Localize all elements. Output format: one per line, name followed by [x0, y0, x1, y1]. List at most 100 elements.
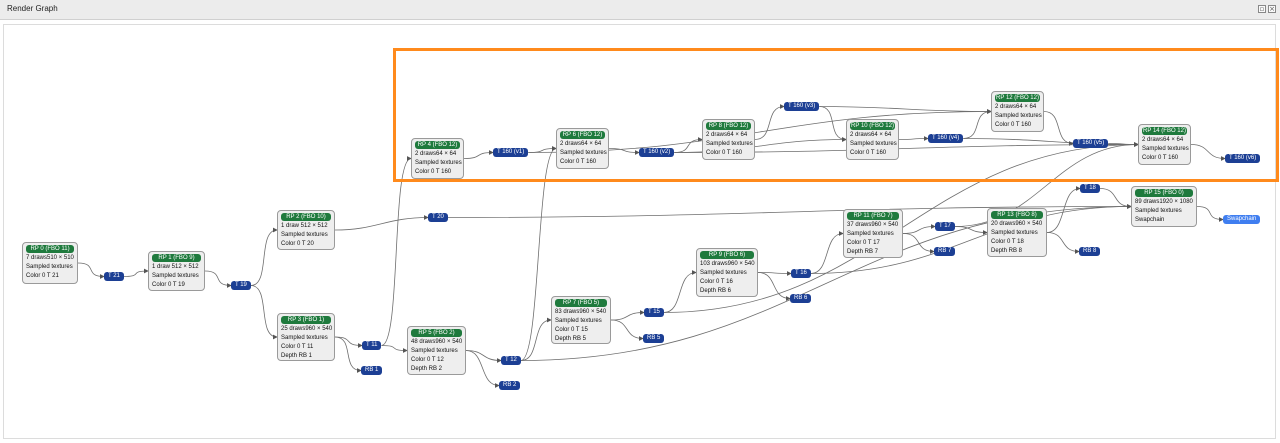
texture-node[interactable]: T 160 (v1) — [493, 148, 529, 157]
graph-edge — [954, 142, 1139, 227]
graph-edge — [520, 146, 557, 361]
texture-node[interactable]: T 15 — [644, 308, 664, 317]
graph-edge — [204, 270, 232, 288]
renderbuffer-node[interactable]: RB 7 — [934, 247, 956, 256]
render-pass-node[interactable]: RP 8 (FBO 12) 2 draws64 × 64 Sampled tex… — [702, 119, 755, 160]
render-pass-node[interactable]: RP 13 (FBO 8) 20 draws960 × 540 Sampled … — [987, 208, 1047, 257]
graph-edge — [902, 233, 935, 254]
render-pass-node[interactable]: RP 6 (FBO 12) 2 draws64 × 64 Sampled tex… — [556, 128, 609, 169]
graph-edge — [520, 317, 552, 361]
render-pass-node[interactable]: RP 15 (FBO 0) 89 draws1920 × 1080 Sample… — [1131, 186, 1197, 227]
node-line: 2 draws64 × 64 — [995, 104, 1037, 110]
texture-node[interactable]: T 160 (v4) — [928, 134, 964, 143]
graph-edge — [465, 350, 502, 363]
node-line: Sampled textures — [991, 230, 1038, 236]
close-icon[interactable]: × — [1268, 5, 1276, 13]
render-pass-node[interactable]: RP 5 (FBO 2) 48 draws960 × 540 Sampled t… — [407, 326, 466, 375]
node-line: Color 0 T 15 — [555, 327, 588, 333]
node-header: RP 1 (FBO 9) — [152, 254, 201, 262]
render-pass-node[interactable]: RP 0 (FBO 11) 7 draws510 × 510 Sampled t… — [22, 242, 78, 284]
texture-node[interactable]: T 11 — [362, 341, 382, 350]
node-header: RP 7 (FBO 5) — [555, 299, 607, 307]
texture-node[interactable]: T 20 — [428, 213, 448, 222]
texture-node[interactable]: T 160 (v5) — [1073, 139, 1109, 148]
node-line: 1 draw 512 × 512 — [152, 264, 199, 270]
renderbuffer-node[interactable]: RB 5 — [643, 334, 665, 343]
renderbuffer-node[interactable]: RB 2 — [499, 381, 521, 390]
node-line: Swapchain — [1135, 217, 1165, 223]
node-line: Color 0 T 160 — [850, 150, 887, 156]
graph-edge — [250, 285, 278, 340]
node-line: Sampled textures — [847, 231, 894, 237]
node-line: Color 0 T 19 — [152, 282, 185, 288]
texture-node[interactable]: T 17 — [935, 222, 955, 231]
graph-edge — [1099, 188, 1132, 209]
graph-edge — [447, 204, 1132, 218]
render-pass-node[interactable]: RP 12 (FBO 12) 2 draws64 × 64 Sampled te… — [991, 91, 1044, 132]
node-line: Color 0 T 21 — [26, 273, 59, 279]
renderbuffer-node[interactable]: RB 8 — [1079, 247, 1101, 256]
graph-edge — [902, 224, 936, 234]
node-line: 1 draw 512 × 512 — [281, 223, 328, 229]
render-pass-node[interactable]: RP 9 (FBO 6) 103 draws960 × 540 Sampled … — [696, 248, 758, 297]
restore-icon[interactable]: ▫ — [1258, 5, 1266, 13]
graph-canvas[interactable] — [3, 24, 1276, 439]
texture-node[interactable]: T 16 — [791, 269, 811, 278]
node-line: Sampled textures — [411, 348, 458, 354]
render-pass-node[interactable]: RP 7 (FBO 5) 83 draws960 × 540 Sampled t… — [551, 296, 611, 344]
texture-node[interactable]: T 21 — [104, 272, 124, 281]
render-pass-node[interactable]: RP 3 (FBO 1) 25 draws960 × 540 Sampled t… — [277, 313, 335, 361]
selection-highlight — [393, 48, 1279, 182]
node-line: Depth RB 8 — [991, 248, 1023, 254]
render-pass-node[interactable]: RP 2 (FBO 10) 1 draw 512 × 512 Sampled t… — [277, 210, 335, 250]
texture-node[interactable]: T 160 (v2) — [639, 148, 675, 157]
node-header: RP 12 (FBO 12) — [995, 94, 1040, 102]
node-line: Sampled textures — [555, 318, 602, 324]
node-header: RP 11 (FBO 7) — [847, 212, 899, 220]
render-pass-node[interactable]: RP 10 (FBO 12) 2 draws64 × 64 Sampled te… — [846, 119, 899, 160]
graph-edge — [608, 148, 640, 155]
node-line: Sampled textures — [700, 270, 747, 276]
graph-edge — [381, 156, 412, 346]
node-line: Depth RB 6 — [700, 288, 732, 294]
graph-edge — [757, 271, 792, 276]
graph-edge — [810, 204, 1132, 274]
graph-edge — [1046, 186, 1081, 233]
texture-node[interactable]: T 160 (v6) — [1225, 154, 1261, 163]
node-line: Color 0 T 160 — [706, 150, 743, 156]
texture-node[interactable]: T 19 — [231, 281, 251, 290]
node-header: RP 6 (FBO 12) — [560, 131, 605, 139]
renderbuffer-node[interactable]: RB 6 — [790, 294, 812, 303]
node-line: 103 draws960 × 540 — [700, 261, 755, 267]
node-header: RP 5 (FBO 2) — [411, 329, 462, 337]
node-line: Color 0 T 160 — [560, 159, 597, 165]
node-header: RP 13 (FBO 8) — [991, 211, 1043, 219]
render-pass-node[interactable]: RP 1 (FBO 9) 1 draw 512 × 512 Sampled te… — [148, 251, 205, 291]
texture-node[interactable]: T 160 (v3) — [784, 102, 820, 111]
graph-edge — [674, 137, 847, 153]
node-header: RP 3 (FBO 1) — [281, 316, 331, 324]
node-header: RP 14 (FBO 12) — [1142, 127, 1187, 135]
texture-node[interactable]: T 18 — [1080, 184, 1100, 193]
node-line: 20 draws960 × 540 — [991, 221, 1043, 227]
graph-edge — [610, 319, 644, 341]
node-line: 2 draws64 × 64 — [1142, 137, 1184, 143]
graph-edge — [963, 109, 992, 139]
render-pass-node[interactable]: RP 14 (FBO 12) 2 draws64 × 64 Sampled te… — [1138, 124, 1191, 165]
node-line: Color 0 T 160 — [415, 169, 452, 175]
node-header: RP 4 (FBO 12) — [415, 141, 460, 149]
node-line: Color 0 T 160 — [1142, 155, 1179, 161]
texture-node[interactable]: T 12 — [501, 356, 521, 365]
swapchain-node[interactable]: Swapchain — [1223, 215, 1261, 224]
node-line: 48 draws960 × 540 — [411, 339, 463, 345]
node-line: 25 draws960 × 540 — [281, 326, 333, 332]
render-pass-node[interactable]: RP 11 (FBO 7) 37 draws960 × 540 Sampled … — [843, 209, 903, 258]
node-line: Depth RB 1 — [281, 353, 313, 359]
render-pass-node[interactable]: RP 4 (FBO 12) 2 draws64 × 64 Sampled tex… — [411, 138, 464, 179]
renderbuffer-node[interactable]: RB 1 — [361, 366, 383, 375]
graph-edge — [1190, 144, 1226, 161]
node-line: 89 draws1920 × 1080 — [1135, 199, 1193, 205]
node-line: Color 0 T 18 — [991, 239, 1024, 245]
